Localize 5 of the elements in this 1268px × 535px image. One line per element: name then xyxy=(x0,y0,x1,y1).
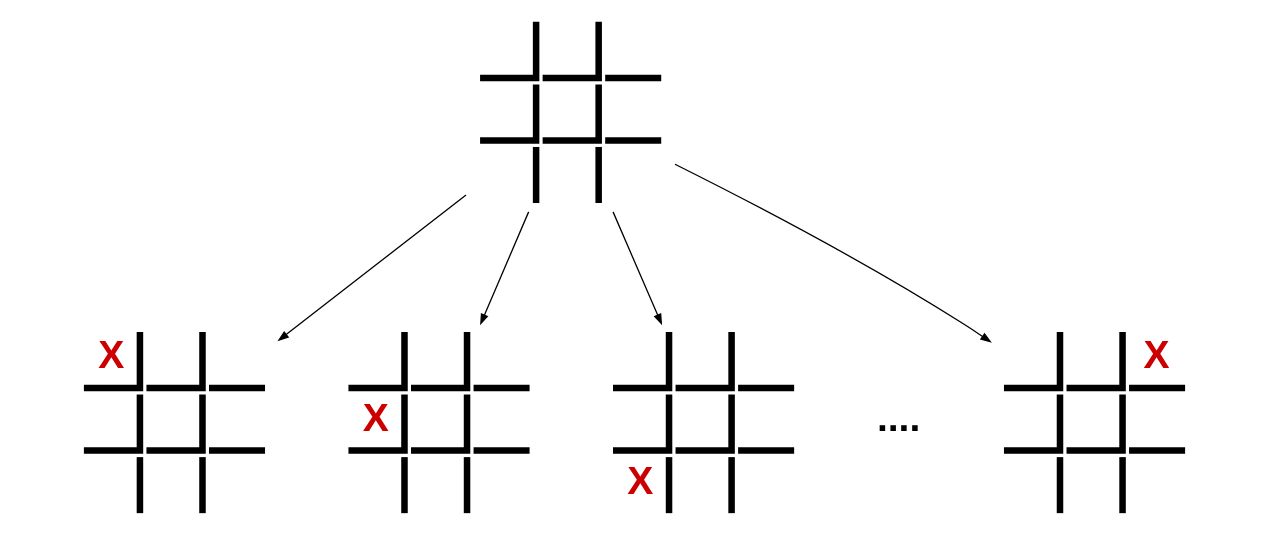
node-text: X xyxy=(97,333,124,377)
node-text: X xyxy=(1142,333,1169,377)
node-text: X xyxy=(362,396,389,440)
node-text: X xyxy=(626,458,653,502)
label: .... xyxy=(876,396,920,440)
